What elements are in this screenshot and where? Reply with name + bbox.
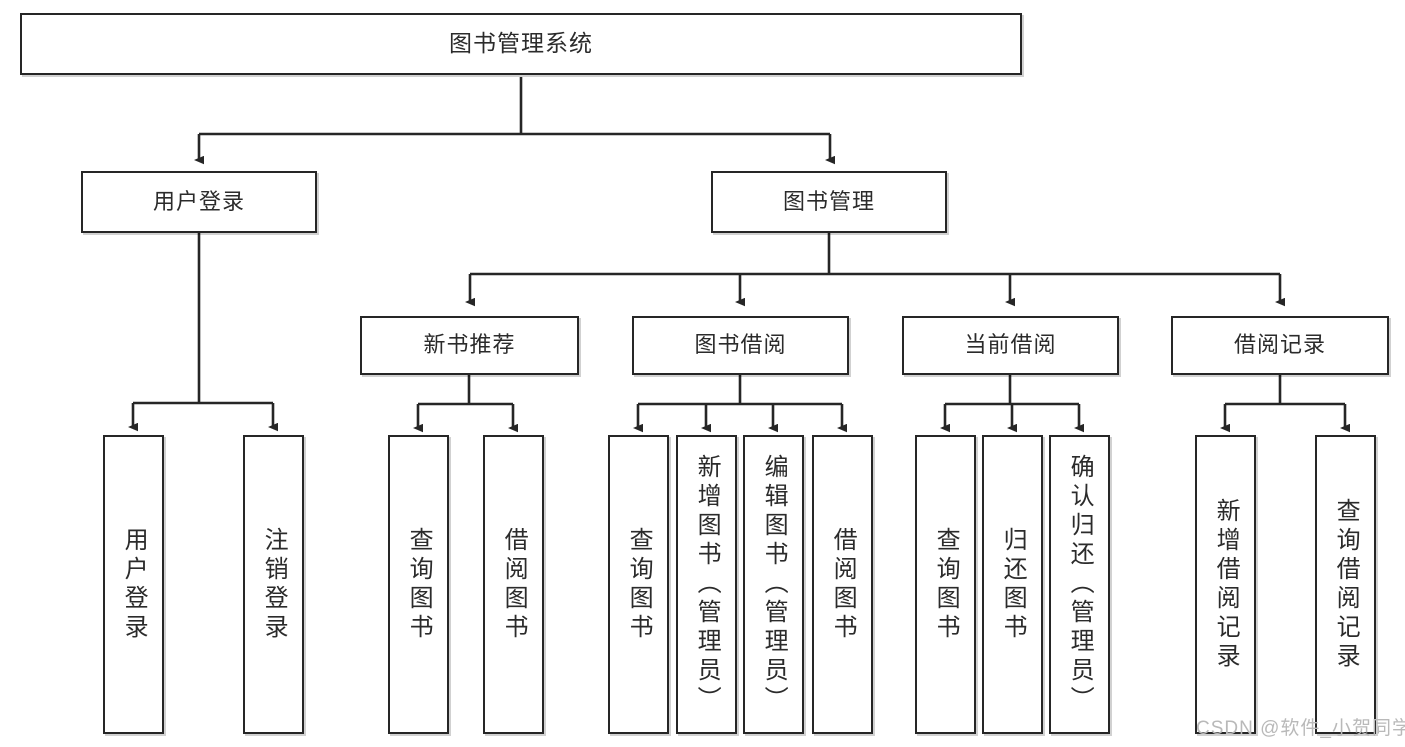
leaf-logout-login[interactable]: 注销登录	[243, 435, 304, 734]
node-label: 图书管理系统	[449, 30, 593, 57]
node-label: 借阅记录	[1233, 332, 1326, 358]
node-user-login[interactable]: 用户登录	[81, 171, 317, 233]
node-current-borrow[interactable]: 当前借阅	[902, 316, 1119, 375]
node-label: 归还图书	[999, 526, 1027, 643]
node-label: 查询借阅记录	[1332, 497, 1360, 672]
node-label: 确认归还（管理员）	[1066, 454, 1094, 715]
node-book-borrow[interactable]: 图书借阅	[632, 316, 849, 375]
node-label: 用户登录	[120, 526, 148, 643]
leaf-query-book-current[interactable]: 查询图书	[915, 435, 976, 734]
leaf-query-book-borrow[interactable]: 查询图书	[608, 435, 669, 734]
node-label: 查询图书	[625, 526, 653, 643]
node-label: 图书借阅	[694, 332, 787, 358]
node-label: 借阅图书	[829, 526, 857, 643]
node-label: 编辑图书（管理员）	[760, 454, 788, 715]
node-label: 用户登录	[152, 188, 245, 214]
watermark-text: CSDN @软件_小贺同学	[1196, 718, 1405, 739]
leaf-add-book-admin[interactable]: 新增图书（管理员）	[676, 435, 737, 734]
leaf-confirm-return-admin[interactable]: 确认归还（管理员）	[1049, 435, 1110, 734]
node-label: 查询图书	[932, 526, 960, 643]
leaf-edit-book-admin[interactable]: 编辑图书（管理员）	[743, 435, 804, 734]
node-label: 查询图书	[405, 526, 433, 643]
node-label: 借阅图书	[500, 526, 528, 643]
leaf-add-borrow-record[interactable]: 新增借阅记录	[1195, 435, 1256, 734]
node-new-book-recommend[interactable]: 新书推荐	[360, 316, 579, 375]
node-label: 当前借阅	[964, 332, 1057, 358]
node-label: 新增图书（管理员）	[693, 454, 721, 715]
leaf-return-book[interactable]: 归还图书	[982, 435, 1043, 734]
leaf-user-login[interactable]: 用户登录	[103, 435, 164, 734]
node-label: 新增借阅记录	[1212, 497, 1240, 672]
leaf-borrow-book[interactable]: 借阅图书	[812, 435, 873, 734]
node-label: 新书推荐	[423, 332, 516, 358]
leaf-query-borrow-record[interactable]: 查询借阅记录	[1315, 435, 1376, 734]
node-root-book-management-system[interactable]: 图书管理系统	[20, 13, 1022, 75]
node-borrow-record[interactable]: 借阅记录	[1171, 316, 1389, 375]
node-label: 图书管理	[782, 188, 875, 214]
leaf-borrow-book-recommend[interactable]: 借阅图书	[483, 435, 544, 734]
node-label: 注销登录	[260, 526, 288, 643]
node-book-management[interactable]: 图书管理	[711, 171, 947, 233]
leaf-query-book-recommend[interactable]: 查询图书	[388, 435, 449, 734]
